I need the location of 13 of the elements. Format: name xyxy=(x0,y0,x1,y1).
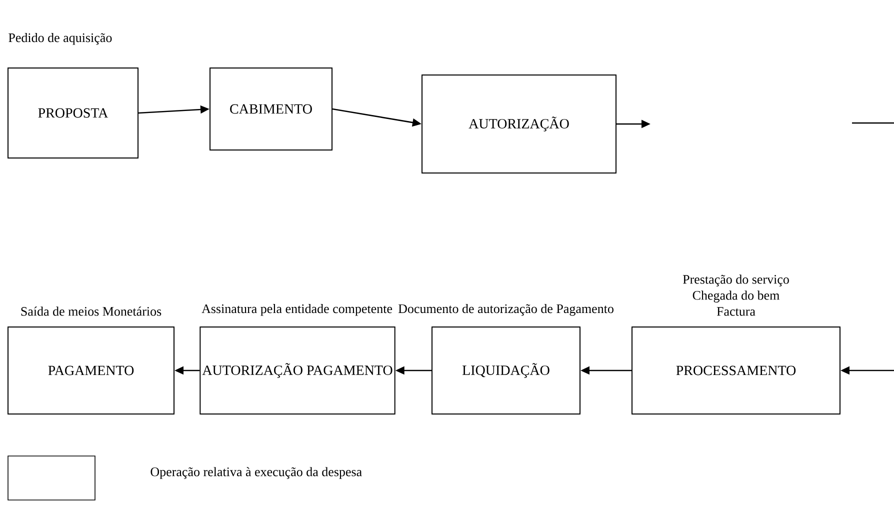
process-box: AUTORIZAÇÃO PAGAMENTO xyxy=(200,326,396,414)
annotation-text: Documento de autorização de Pagamento xyxy=(398,304,614,316)
process-box: PROPOSTA xyxy=(8,68,138,158)
process-box: CABIMENTO xyxy=(210,68,332,150)
annotation-text: Prestação do serviço Chegada do bem Factura xyxy=(682,274,789,316)
annotation-text: Assinatura pela entidade competente xyxy=(202,304,392,316)
process-box: PROCESSAMENTO xyxy=(632,326,840,414)
annotation-text: Saída de meios Monetários xyxy=(21,306,162,316)
process-box: PAGAMENTO xyxy=(8,326,174,414)
process-box: LIQUIDAÇÃO xyxy=(432,326,580,414)
process-box: AUTORIZAÇÃO xyxy=(422,74,616,174)
annotation-text: Pedido de aquisição xyxy=(8,33,112,45)
legend-text: Operação relativa à execução da despesa xyxy=(150,467,362,479)
